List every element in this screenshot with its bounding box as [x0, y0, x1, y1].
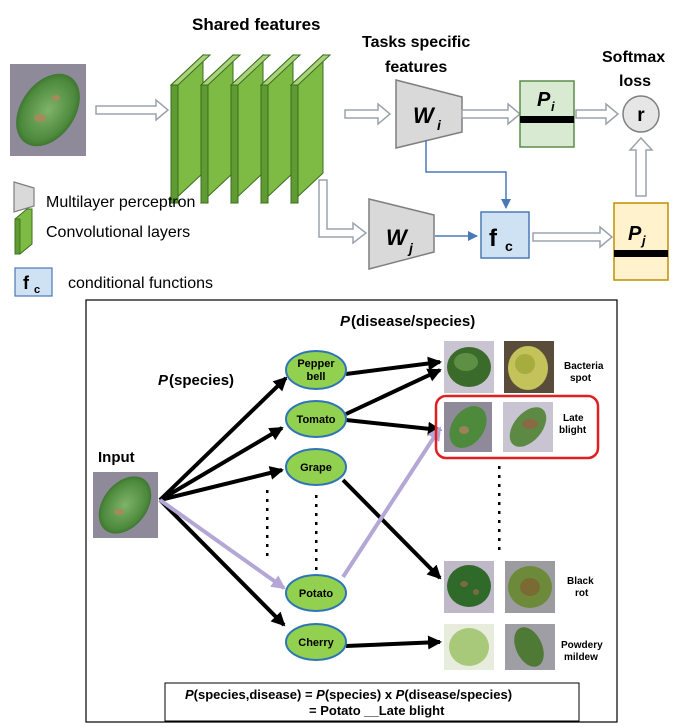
arrow-conv-to-wi [344, 102, 392, 126]
wj-label: W [386, 225, 409, 250]
p-disease-species-label: (disease/species) [351, 313, 475, 330]
wi-subscript: i [437, 117, 442, 133]
wj-mlp-block [368, 198, 435, 270]
p-species-italic: P [158, 372, 169, 389]
input-leaf-image [10, 64, 86, 156]
arrow-fc-to-pj [532, 225, 614, 249]
species-pepper-label-1: Pepper [297, 358, 335, 370]
input-leaf-image-bottom [93, 472, 158, 538]
species-node-tomato [285, 400, 347, 438]
legend-fc-icon [14, 267, 53, 297]
p-disease-species-italic: P [340, 313, 351, 330]
arrow-image-to-conv [95, 98, 170, 122]
species-node-potato [285, 574, 347, 612]
formula-line-1: P(species,disease) = P(species) x P(dise… [185, 687, 512, 702]
wj-subscript: j [407, 240, 414, 256]
late-blight-highlight [434, 394, 600, 460]
species-tomato-label: Tomato [297, 414, 336, 426]
disease-powdery-label-2: mildew [564, 652, 598, 663]
wi-mlp-block [395, 79, 463, 149]
disease-image-late-1 [444, 402, 492, 452]
formula-line-2: = Potato __Late blight [309, 703, 445, 718]
conv-layers-stack [169, 53, 332, 205]
r-label: r [637, 105, 645, 126]
species-pepper-label-2: bell [307, 371, 326, 383]
input-label: Input [98, 449, 135, 466]
formula-box [164, 682, 580, 722]
arrow-wi-to-pi [461, 102, 522, 126]
legend-fc-subscript: c [34, 284, 40, 296]
arrow-pi-to-r [575, 102, 620, 126]
disease-image-black-2 [505, 561, 555, 613]
fc-label: f [489, 225, 498, 252]
disease-late-label-2: blight [559, 425, 587, 436]
arrow-conv-to-wj [318, 179, 368, 245]
species-node-cherry [285, 623, 347, 661]
input-to-species-arrows [158, 376, 288, 627]
tasks-specific-label-2: features [385, 59, 447, 76]
species-potato-label: Potato [299, 588, 334, 600]
p-species-label: (species) [169, 372, 234, 389]
disease-image-powdery-2 [505, 624, 555, 670]
species-cherry-label: Cherry [298, 637, 334, 649]
pj-label: P [628, 223, 642, 245]
disease-bacteria-label-1: Bacteria [564, 361, 604, 372]
disease-image-bacteria-1 [444, 341, 494, 393]
legend-mlp-icon [13, 181, 35, 213]
legend-fc-text: conditional functions [68, 275, 213, 292]
disease-image-late-2 [503, 402, 553, 452]
legend-conv-label: Convolutional layers [46, 224, 190, 241]
disease-image-bacteria-2 [504, 341, 554, 393]
fc-box [480, 211, 530, 259]
disease-image-black-1 [444, 561, 494, 613]
softmax-label-2: loss [619, 73, 651, 90]
pi-label: P [537, 89, 551, 111]
softmax-label-1: Softmax [602, 49, 665, 66]
tasks-specific-label-1: Tasks specific [362, 34, 470, 51]
shared-features-label: Shared features [192, 15, 321, 34]
disease-black-label-1: Black [567, 576, 594, 587]
pj-output-box [613, 202, 669, 281]
pi-subscript: i [551, 99, 555, 114]
legend-fc-label: f [23, 273, 30, 293]
ellipsis-dots [266, 466, 501, 570]
pi-output-box [519, 80, 575, 148]
arrow-wi-to-fc [425, 140, 511, 209]
arrow-pj-to-r [628, 136, 654, 197]
species-grape-label: Grape [300, 462, 332, 474]
disease-image-powdery-1 [444, 624, 494, 670]
disease-bacteria-label-2: spot [570, 373, 592, 384]
species-node-pepper [285, 350, 347, 390]
wi-label: W [413, 103, 436, 128]
disease-black-label-2: rot [575, 588, 589, 599]
legend-conv-icon [14, 208, 33, 255]
fc-subscript: c [505, 238, 513, 254]
species-to-disease-arrows [341, 356, 442, 650]
pj-subscript: j [640, 233, 646, 248]
species-node-grape [285, 448, 347, 486]
disease-late-label-1: Late [563, 413, 584, 424]
softmax-r-node [622, 95, 660, 133]
disease-powdery-label-1: Powdery [561, 640, 603, 651]
legend-mlp-label: Multilayer perceptron [46, 194, 195, 211]
